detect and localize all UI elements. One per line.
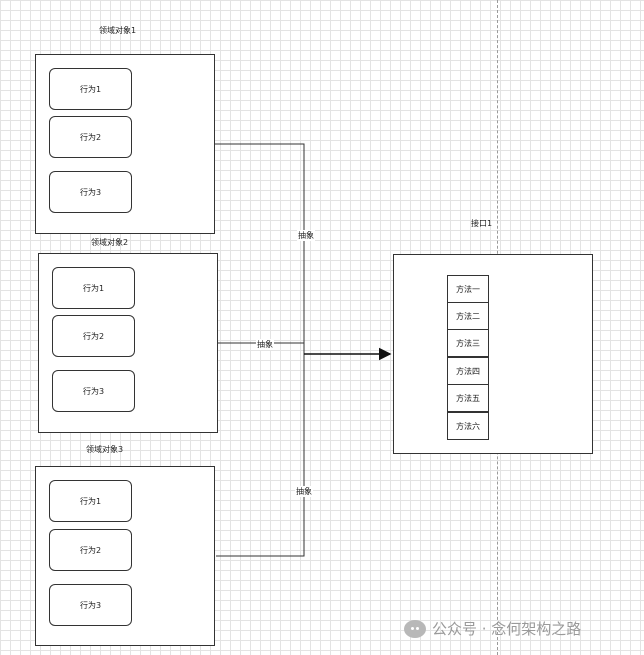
interface-title: 接口1 (471, 219, 493, 228)
watermark: 公众号 · 念何架构之路 (404, 618, 581, 639)
interface-method-5[interactable]: 方法五 (447, 384, 489, 412)
domain-object-3-behavior-3[interactable]: 行为3 (49, 584, 132, 626)
connector-object2 (217, 342, 305, 354)
edge-label-abstract-3: 抽象 (295, 486, 313, 497)
edge-label-abstract-1: 抽象 (297, 230, 315, 241)
wechat-icon (404, 619, 426, 638)
domain-object-3-behavior-2[interactable]: 行为2 (49, 529, 132, 571)
domain-object-2-title: 领域对象2 (91, 238, 129, 247)
domain-object-2-behavior-1[interactable]: 行为1 (52, 267, 135, 309)
domain-object-3-title: 领域对象3 (86, 445, 124, 454)
edge-label-abstract-2: 抽象 (256, 339, 274, 350)
domain-object-1-title: 领域对象1 (99, 26, 137, 35)
domain-object-3-behavior-1[interactable]: 行为1 (49, 480, 132, 522)
domain-object-2-behavior-3[interactable]: 行为3 (52, 370, 135, 412)
connector-object1 (214, 143, 305, 354)
interface-method-6[interactable]: 方法六 (447, 412, 489, 440)
domain-object-1-behavior-1[interactable]: 行为1 (49, 68, 132, 110)
connector-object3 (216, 354, 305, 557)
interface-method-4[interactable]: 方法四 (447, 357, 489, 385)
interface-method-1[interactable]: 方法一 (447, 275, 489, 303)
domain-object-2-behavior-2[interactable]: 行为2 (52, 315, 135, 357)
watermark-text: 公众号 · 念何架构之路 (432, 620, 582, 638)
interface-box[interactable] (393, 254, 593, 454)
domain-object-1-behavior-2[interactable]: 行为2 (49, 116, 132, 158)
domain-object-1-behavior-3[interactable]: 行为3 (49, 171, 132, 213)
interface-method-3[interactable]: 方法三 (447, 329, 489, 357)
interface-method-2[interactable]: 方法二 (447, 302, 489, 330)
